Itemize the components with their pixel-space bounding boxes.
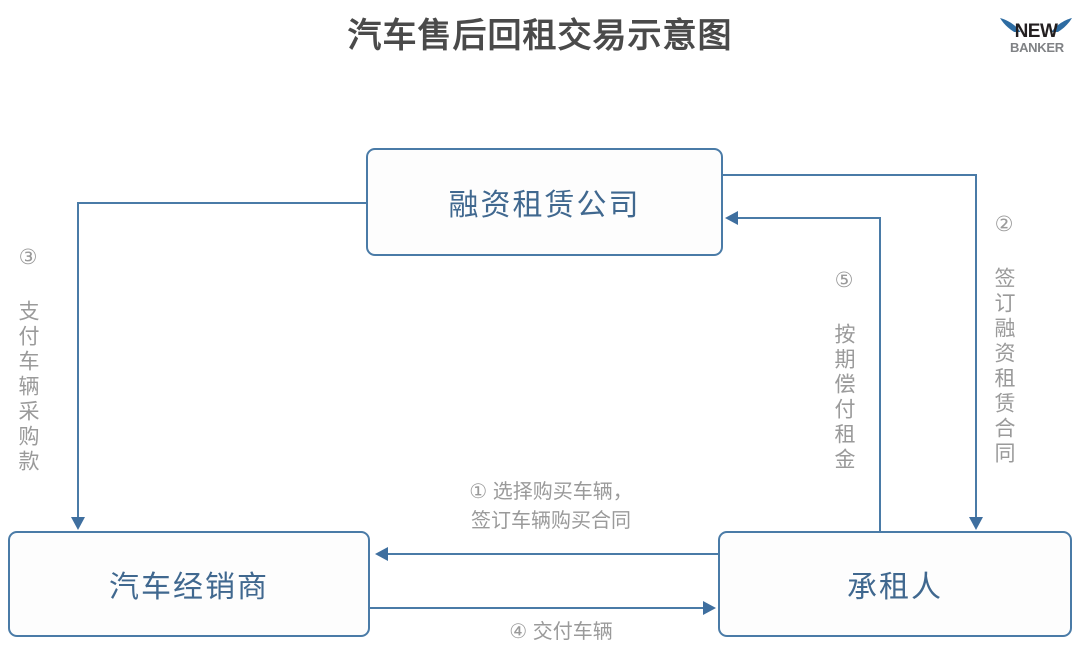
flow-5-line-horizontal (738, 217, 881, 219)
flow-1-label: ① 选择购买车辆， 签订车辆购买合同 (469, 481, 633, 532)
flow-2-arrowhead (969, 517, 983, 530)
flow-4-label: ④ 交付车辆 (509, 621, 613, 643)
bull-horns-icon (1000, 18, 1072, 66)
flow-2-line-vertical (975, 174, 977, 519)
logo-text-new: NEW (1014, 21, 1058, 42)
page-title: 汽车售后回租交易示意图 (347, 17, 733, 55)
flow-2-line-horizontal (721, 174, 977, 176)
new-banker-logo: NEW BANKER (998, 8, 1074, 68)
flow-3-arrowhead (71, 517, 85, 530)
node-leasing-company-label: 融资租赁公司 (448, 189, 641, 222)
flow-5-line-vertical (879, 218, 881, 531)
logo-text-banker: BANKER (1010, 40, 1064, 55)
node-car-dealer[interactable]: 汽车经销商 (8, 531, 370, 637)
flow-5-label: ⑤ 按期偿付租金 (832, 268, 855, 473)
flow-3-line-horizontal (78, 202, 368, 204)
node-lessee-label: 承租人 (847, 571, 943, 604)
flow-2-label: ② 签订融资租赁合同 (992, 212, 1015, 467)
node-lessee[interactable]: 承租人 (718, 531, 1072, 637)
flow-3-label: ③ 支付车辆采购款 (16, 245, 39, 475)
node-leasing-company[interactable]: 融资租赁公司 (366, 148, 723, 256)
flow-1-arrowhead (375, 547, 388, 561)
node-car-dealer-label: 汽车经销商 (109, 571, 269, 604)
flow-4-line (370, 607, 705, 609)
flow-4-arrowhead (703, 601, 716, 615)
flow-1-line (388, 553, 718, 555)
flow-5-arrowhead (725, 211, 738, 225)
flow-3-line-vertical (77, 202, 79, 519)
